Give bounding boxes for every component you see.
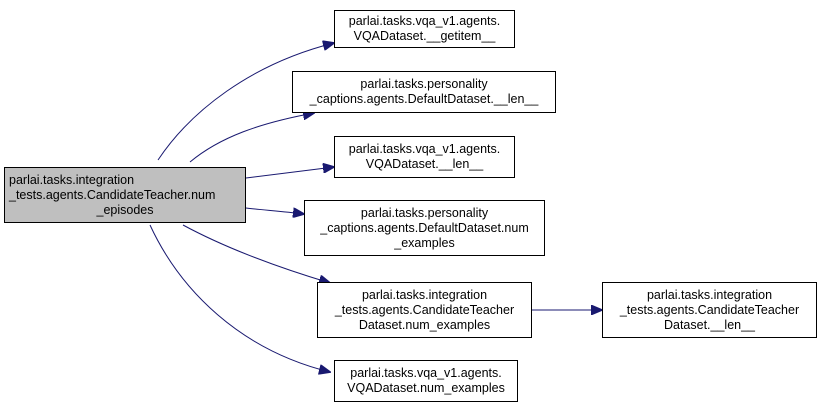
node-n3-line-2: VQADataset.__len__ [365,157,484,171]
node-n3-line-1: parlai.tasks.vqa_v1.agents. [348,142,501,156]
node-n2-line-2: _captions.agents.DefaultDataset.__len__ [309,92,539,106]
node-n5-line-2: _tests.agents.CandidateTeacher [334,302,515,317]
node-n7-line-3: Dataset.__len__ [663,317,756,332]
node-n5-line-1: parlai.tasks.integration [361,287,488,302]
node-n4-line-2: _captions.agents.DefaultDataset.num [320,220,529,235]
node-root-line-2: _tests.agents.CandidateTeacher.num [9,187,216,202]
node-n1-line-2: VQADataset.__getitem__ [353,29,496,43]
edge-n1-to-root [157,43,334,161]
node-n7-line-1: parlai.tasks.integration [646,287,773,302]
edge-n3-to-root [245,167,334,179]
edges-group [149,43,602,372]
node-vqa-num-examples[interactable]: parlai.tasks.vqa_v1.agents. VQADataset.n… [334,360,518,402]
node-n5-line-3: Dataset.num_examples [358,317,491,332]
node-personality-len[interactable]: parlai.tasks.personality _captions.agent… [292,71,556,113]
node-n6-line-2: VQADataset.num_examples [347,381,505,395]
edge-n2-to-root [189,113,314,163]
edge-n4-to-root [245,207,304,214]
node-n4-line-1: parlai.tasks.personality [360,205,489,220]
node-n1-line-1: parlai.tasks.vqa_v1.agents. [348,14,501,28]
node-root-line-1: parlai.tasks.integration [9,172,135,187]
node-root-num-episodes[interactable]: parlai.tasks.integration _tests.agents.C… [4,167,246,223]
node-n6-line-1: parlai.tasks.vqa_v1.agents. [350,366,502,380]
node-candidate-dataset-len[interactable]: parlai.tasks.integration _tests.agents.C… [602,282,817,338]
node-n7-line-2: _tests.agents.CandidateTeacher [619,302,800,317]
edge-n5-to-root [182,224,330,283]
node-n2-line-1: parlai.tasks.personality [360,77,488,91]
node-personality-num-examples[interactable]: parlai.tasks.personality _captions.agent… [304,200,545,256]
node-vqa-len[interactable]: parlai.tasks.vqa_v1.agents. VQADataset._… [334,136,515,178]
node-root-line-3: _episodes [96,202,154,217]
node-candidate-dataset-num-examples[interactable]: parlai.tasks.integration _tests.agents.C… [317,282,532,338]
node-n4-line-3: _examples [394,235,455,250]
node-vqa-getitem[interactable]: parlai.tasks.vqa_v1.agents. VQADataset._… [334,10,515,48]
edge-n6-to-root [149,224,330,372]
